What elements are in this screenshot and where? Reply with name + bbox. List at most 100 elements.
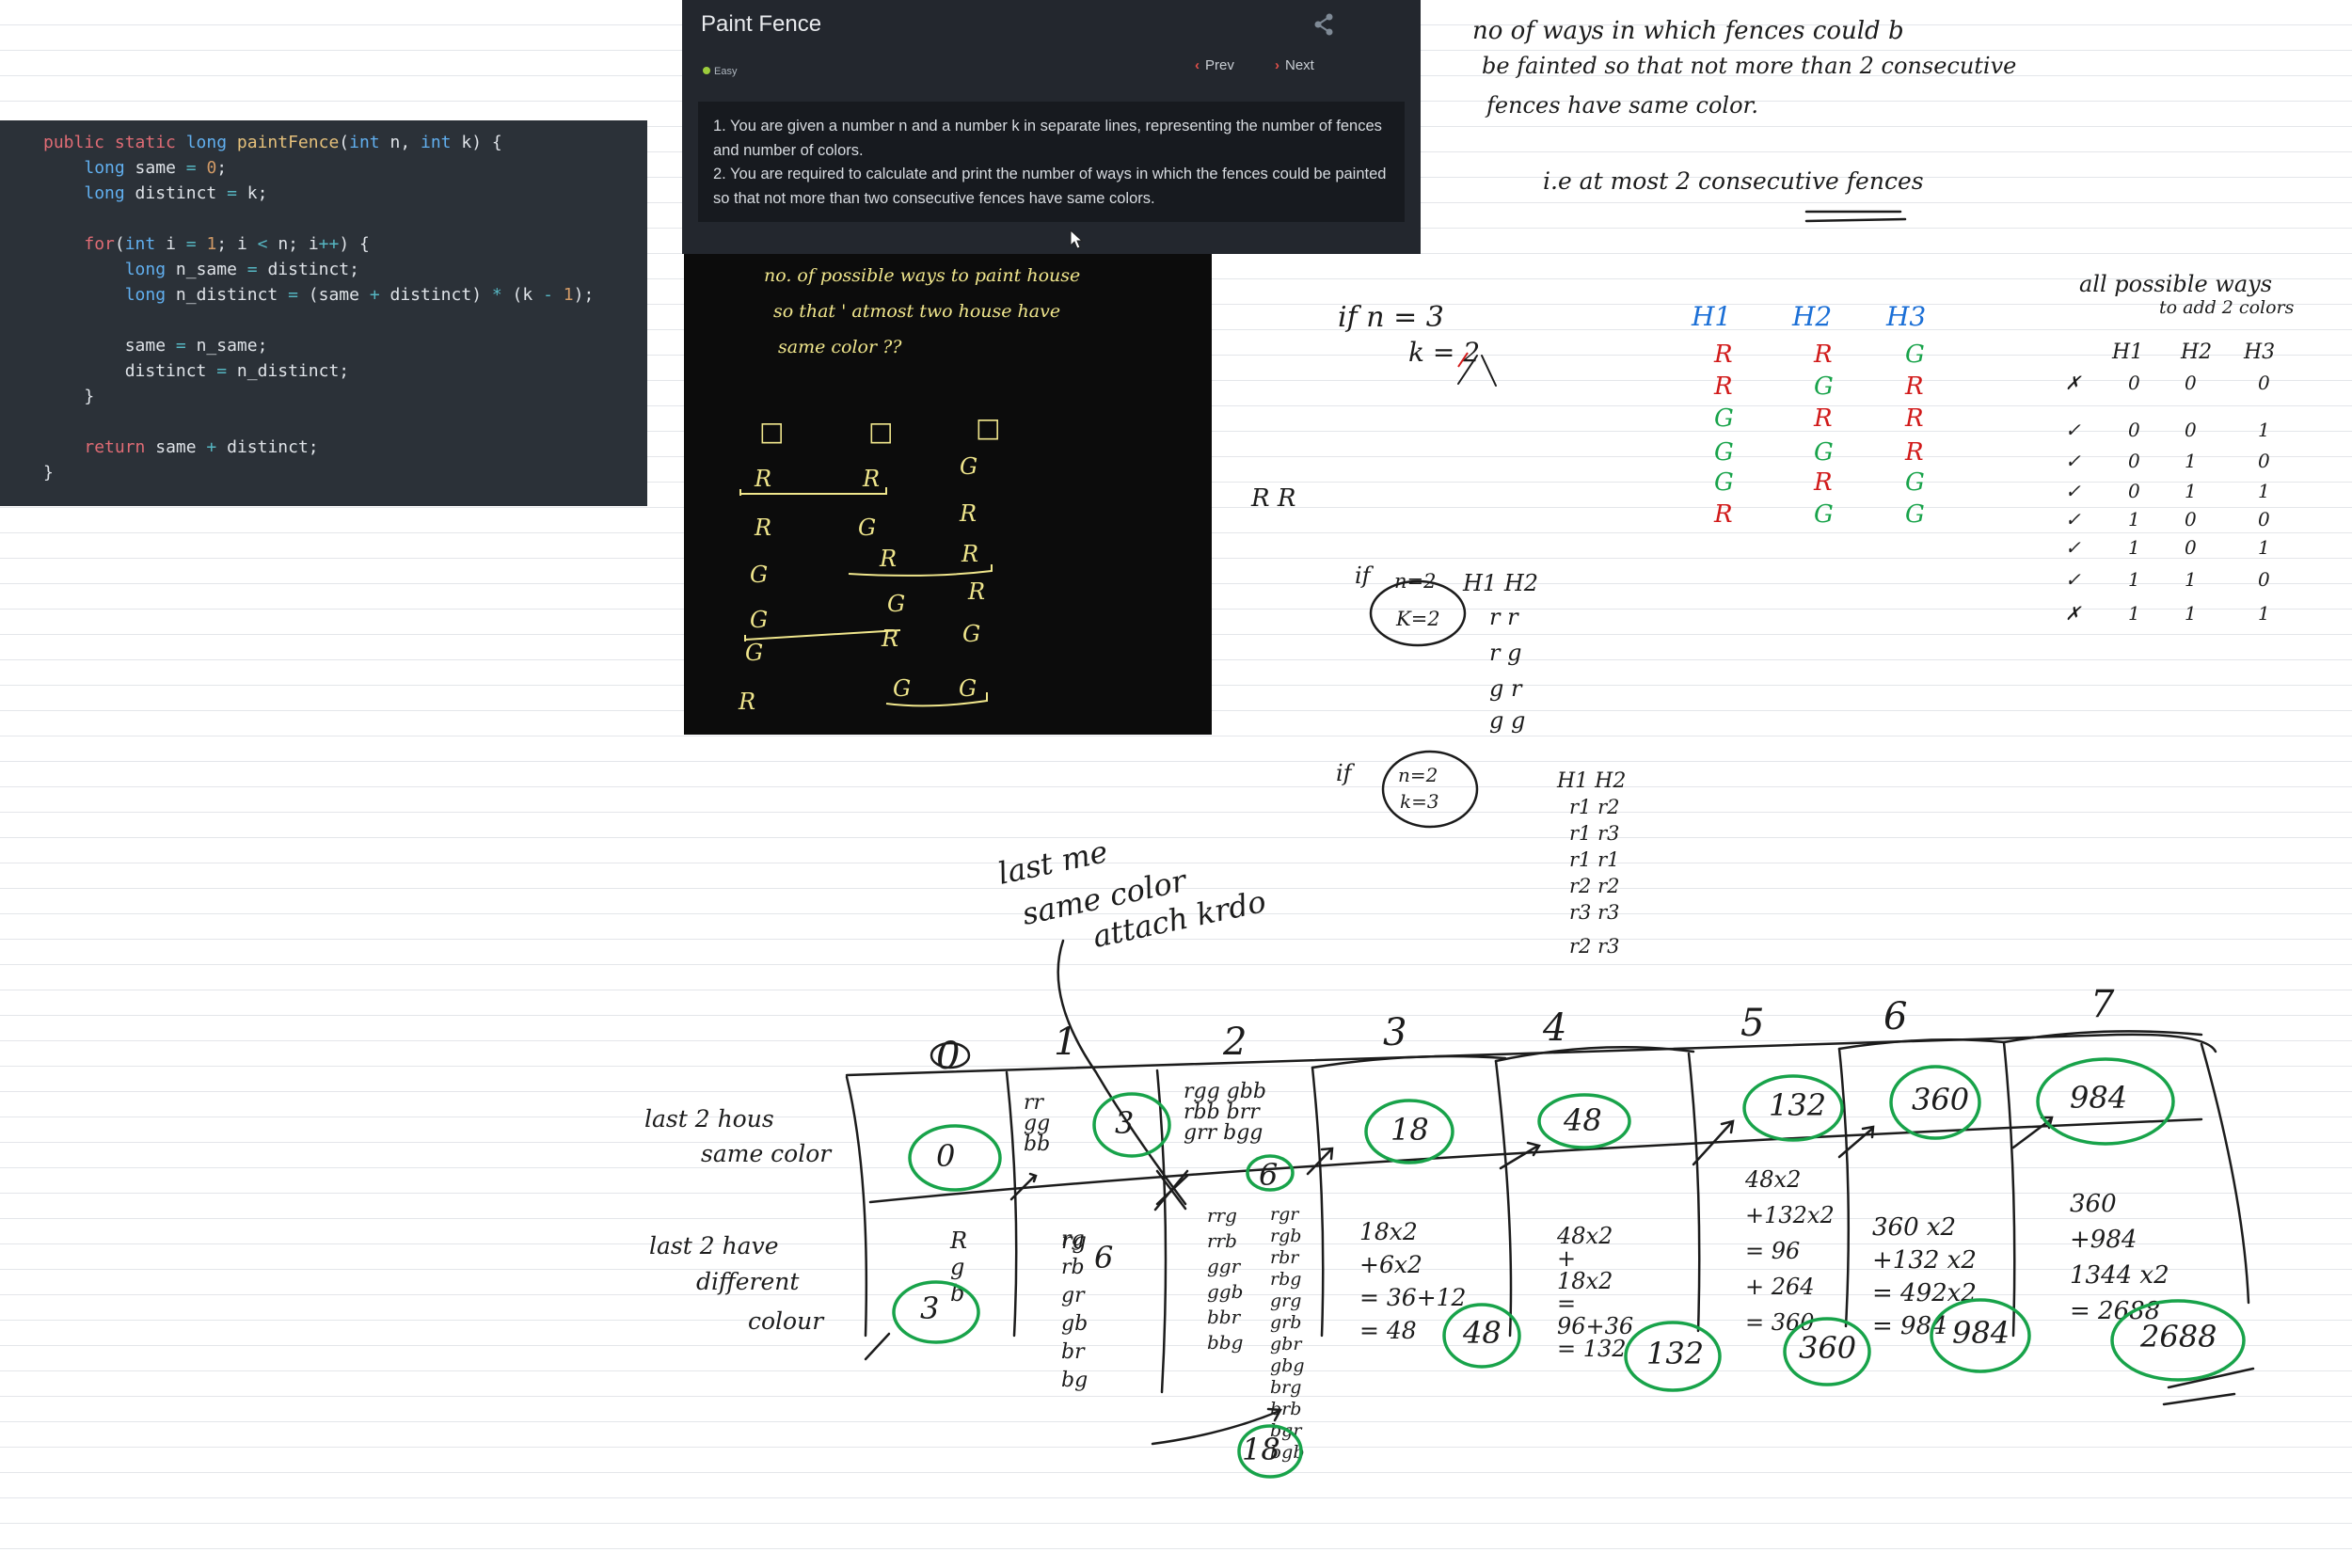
binary-table-cell: 1 [2258,536,2270,559]
note-row: r2 r3 [1569,935,1620,958]
row-label-diff: last 2 have [649,1232,779,1259]
dp-cell-note: rgb [1270,1226,1302,1246]
dp-column-header: 1 [1054,1021,1078,1064]
dp-cell-note: +6x2 [1359,1251,1422,1278]
binary-table-cell: 0 [2185,419,2197,441]
house-box-icon: □ [868,416,894,447]
note-line: i.e at most 2 consecutive fences [1543,167,1924,195]
dp-cell-note: rr [1024,1091,1044,1115]
binary-header: H3 [2244,341,2276,364]
dp-same-value: 0 [936,1138,956,1174]
binary-table-cell: ✗ [2065,602,2081,625]
dp-diff-value: 18 [1242,1432,1280,1467]
sketch-brackets [739,487,993,707]
table-header: H3 [1886,301,1927,332]
dp-cell-note: rbg [1270,1269,1302,1290]
note-line: no of ways in which fences could b [1472,17,1904,45]
binary-table-cell: 1 [2185,568,2197,591]
note-row: g g [1489,707,1526,734]
dp-cell-note: 18x2 [1359,1218,1418,1245]
mouse-cursor-icon [1070,230,1084,249]
sketch-cell: R [755,515,772,541]
sketch-cell: G [962,621,981,647]
dp-cell-note: gr [1061,1284,1085,1307]
rgb-table-cell: G [1905,500,1925,529]
sketch-cell: G [960,453,978,480]
note-line: fences have same color. [1486,92,1758,119]
problem-statement: 1. You are given a number n and a number… [698,102,1405,222]
code-line: same = n_same; [43,336,268,356]
note-row: r r [1489,604,1518,630]
rgb-table-cell: G [1814,500,1834,529]
share-icon[interactable] [1311,11,1337,38]
note-if-label: if [1336,760,1352,786]
binary-table-cell: 0 [2185,508,2197,531]
binary-table-cell: 1 [2128,536,2140,559]
binary-table-cell: 0 [2128,372,2140,394]
note-row: g r [1489,675,1522,702]
note-line: be fainted so that not more than 2 conse… [1482,53,2017,79]
binary-table-cell: 1 [2258,480,2270,502]
code-line: distinct = n_distinct; [43,361,350,381]
dp-column-header: 4 [1543,1006,1567,1050]
note-k: k = 2 [1408,337,1481,368]
rgb-table-cell: G [1714,404,1734,433]
sketch-cell: R [863,466,881,492]
dp-cell-note: = [1557,1291,1577,1317]
note-row: r1 r1 [1569,848,1620,871]
binary-table-cell: ✓ [2065,419,2081,441]
note-rr: R R [1251,484,1296,513]
sketch-cell: G [858,515,877,541]
dp-cell-note: 1344 x2 [2070,1261,2169,1290]
dp-cell-note: rrg [1207,1204,1237,1227]
rgb-table-cell: G [1814,438,1834,467]
sketch-question-line: no. of possible ways to paint house [764,265,1081,286]
dp-cell-note: 360 x2 [1872,1213,1957,1242]
dp-cell-note: brg [1270,1377,1302,1398]
table-header: H2 [1792,301,1833,332]
note-if-label: if [1355,562,1371,589]
prev-button[interactable]: ‹Prev [1195,57,1234,73]
note-headers: H1 H2 [1463,570,1539,596]
code-line: } [43,387,95,406]
binary-table-cell: 1 [2258,602,2270,625]
binary-table-cell: ✓ [2065,450,2081,472]
dp-cell-note: 48x2 [1745,1166,1802,1193]
rgb-table-cell: G [1905,468,1925,497]
dp-cell-note: rbb brr [1184,1101,1260,1124]
chevron-left-icon: ‹ [1195,57,1200,73]
black-sketch-panel: no. of possible ways to paint house so t… [684,254,1212,735]
dp-cell-note: gbr [1270,1334,1302,1354]
binary-table-cell: 1 [2128,568,2140,591]
rgb-table-cell: R [1714,500,1733,529]
statement-line-1: 1. You are given a number n and a number… [713,118,1382,159]
dp-cell-note: rg [1061,1227,1085,1251]
code-line: } [43,463,54,483]
dp-cell-note: = 2688 [2070,1297,2161,1325]
dp-diff-value: 48 [1463,1315,1502,1351]
dp-cell-note: bbg [1207,1331,1244,1354]
dp-column-header: 2 [1223,1021,1248,1064]
note-n-value: n=2 [1398,764,1438,786]
dp-column-header: 6 [1883,995,1908,1038]
binary-table-cell: 0 [2128,480,2140,502]
row-label-diff: different [696,1268,800,1295]
rgb-table-cell: R [1814,341,1833,369]
sketch-cell: R [755,466,772,492]
dp-cell-note: ggb [1207,1280,1244,1303]
dp-cell-note: rrb [1207,1229,1237,1252]
next-button[interactable]: ›Next [1275,57,1314,73]
binary-table-cell: 0 [2128,419,2140,441]
binary-table-cell: ✗ [2065,372,2081,394]
binary-table-cell: 0 [2258,508,2270,531]
dp-cell-note: bbr [1207,1306,1241,1328]
dp-cell-note: +132x2 [1745,1202,1835,1228]
sketch-cell: R [961,541,979,567]
problem-panel: Paint Fence Easy ‹Prev ›Next 1. You are … [682,0,1421,254]
sketch-cell: R [880,546,898,572]
sketch-cell: G [893,675,912,702]
note-if-n: if n = 3 [1338,301,1444,334]
binary-header: H2 [2181,341,2213,364]
green-circle-highlights [892,1057,2246,1479]
dp-cell-note: 18x2 [1557,1268,1613,1294]
